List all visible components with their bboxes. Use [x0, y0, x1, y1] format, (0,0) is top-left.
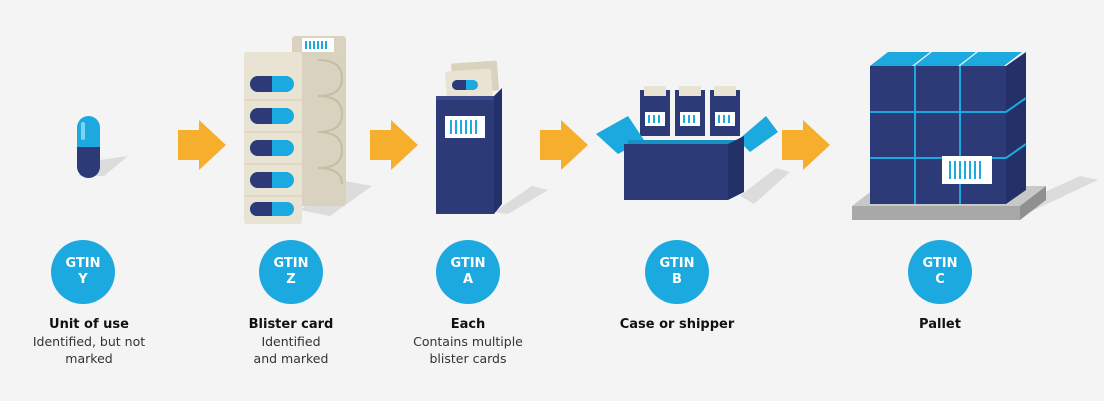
- step-case-or-shipper: GTIN B Case or shipper: [582, 0, 772, 401]
- step-blister-card: GTIN Z Blister card Identified and marke…: [196, 0, 386, 401]
- gtin-badge-label: GTIN: [659, 256, 695, 271]
- gtin-badge: GTIN Z: [259, 240, 323, 304]
- step-caption: Pallet: [845, 316, 1035, 333]
- step-subtitle-line2: and marked: [253, 351, 329, 366]
- step-title: Case or shipper: [619, 317, 735, 332]
- gtin-badge: GTIN Y: [51, 240, 115, 304]
- step-unit-of-use: GTIN Y Unit of use Identified, but not m…: [0, 0, 184, 401]
- gtin-badge-label: GTIN: [273, 256, 309, 271]
- gtin-badge: GTIN A: [436, 240, 500, 304]
- gtin-badge-label: GTIN: [65, 256, 101, 271]
- step-caption: Case or shipper: [582, 316, 772, 333]
- step-title: Unit of use: [49, 317, 129, 332]
- step-subtitle-line1: Identified: [261, 334, 321, 349]
- step-title: Blister card: [248, 317, 334, 332]
- gtin-badge-code: Y: [78, 272, 88, 287]
- step-title: Each: [450, 317, 486, 332]
- step-caption: Blister card Identified and marked: [196, 316, 386, 367]
- blister-pills: [250, 76, 294, 216]
- step-title: Pallet: [919, 317, 961, 332]
- gtin-badge-code: Z: [286, 272, 296, 287]
- step-each: GTIN A Each Contains multiple blister ca…: [373, 0, 563, 401]
- step-caption: Each Contains multiple blister cards: [373, 316, 563, 367]
- step-subtitle-line2: marked: [65, 351, 113, 366]
- gtin-badge: GTIN C: [908, 240, 972, 304]
- gtin-badge-code: C: [935, 272, 945, 287]
- step-subtitle-line1: Identified, but not: [32, 334, 146, 349]
- gtin-badge-code: B: [672, 272, 682, 287]
- step-pallet: GTIN C Pallet: [845, 0, 1035, 401]
- step-caption: Unit of use Identified, but not marked: [0, 316, 184, 367]
- gtin-badge: GTIN B: [645, 240, 709, 304]
- step-subtitle-line1: Contains multiple: [413, 334, 523, 349]
- step-subtitle-line2: blister cards: [429, 351, 507, 366]
- gtin-badge-label: GTIN: [922, 256, 958, 271]
- gtin-badge-label: GTIN: [450, 256, 486, 271]
- gtin-badge-code: A: [462, 272, 474, 287]
